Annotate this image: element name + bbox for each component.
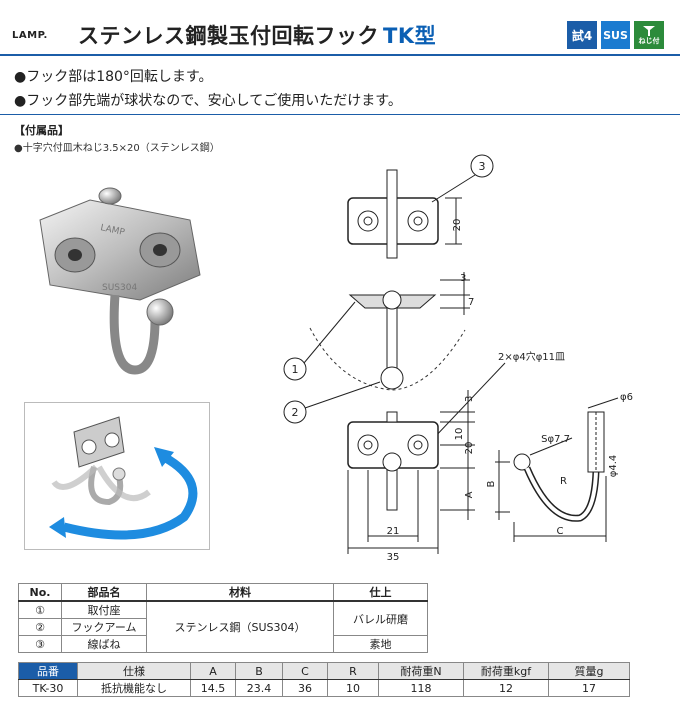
dim-10: 10 <box>454 428 465 441</box>
parts-col-material: 材料 <box>146 583 334 602</box>
holes-label: 2×φ4穴φ11皿 <box>498 350 565 363</box>
technical-drawing: 3 20 1 2 3 7 2×φ4穴φ11皿 3 10 20 A 21 35 S… <box>283 154 633 563</box>
spec-col-R: R <box>327 662 379 680</box>
dim-B: B <box>486 480 497 487</box>
spec-C: 36 <box>282 679 328 697</box>
photo-code-engraving: SUS304 <box>102 283 137 293</box>
spec-mass: 17 <box>548 679 630 697</box>
table-row: TK-30 抵抗機能なし 14.5 23.4 36 10 118 12 17 <box>18 679 630 697</box>
dim-phi6: φ6 <box>620 392 633 403</box>
part-name: 線ばね <box>61 635 147 653</box>
header-divider <box>0 54 680 56</box>
part-no: ① <box>18 600 62 619</box>
rotation-illustration <box>24 402 210 550</box>
parts-table: No. 部品名 材料 仕上 ① 取付座 ステンレス鋼（SUS304） バレル研磨… <box>18 583 428 653</box>
product-photo: LAMP SUS304 <box>39 187 201 375</box>
dim-C: C <box>557 526 564 537</box>
table-row: ① 取付座 ステンレス鋼（SUS304） バレル研磨 <box>18 600 428 653</box>
dim-35: 35 <box>387 552 400 563</box>
accessory-item: ●十字穴付皿木ねじ3.5×20（ステンレス鋼） <box>14 143 220 154</box>
spec-col-spec: 仕様 <box>77 662 191 680</box>
part-no: ② <box>18 618 62 636</box>
dim-3a: 3 <box>460 273 466 284</box>
spec-col-load-n: 耐荷重N <box>378 662 464 680</box>
callout-1: 1 <box>292 363 299 376</box>
spec-description: 抵抗機能なし <box>77 679 191 697</box>
parts-header-row: No. 部品名 材料 仕上 <box>18 583 428 602</box>
brand-logo: LAMP. <box>12 30 48 41</box>
dim-20: 20 <box>464 442 475 455</box>
sus-badge: SUS <box>601 21 630 49</box>
table-row: ③ 線ばね 素地 <box>18 635 428 653</box>
dim-21: 21 <box>387 526 400 537</box>
spec-col-A: A <box>190 662 236 680</box>
screw-icon <box>643 26 655 36</box>
part-name: 取付座 <box>61 600 147 619</box>
model-name: TK型 <box>383 24 437 48</box>
spec-col-mass: 質量g <box>548 662 630 680</box>
dim-7: 7 <box>468 297 474 308</box>
spec-col-part-number: 品番 <box>18 662 78 680</box>
spec-B: 23.4 <box>235 679 283 697</box>
spec-R: 10 <box>327 679 379 697</box>
dim-3b: 3 <box>464 396 475 402</box>
part-finish-barrel: バレル研磨 <box>333 600 428 636</box>
test-badge: 試4 <box>567 21 597 49</box>
spec-table: 品番 仕様 A B C R 耐荷重N 耐荷重kgf 質量g TK-30 抵抗機能… <box>18 662 630 697</box>
table-row: ② フックアーム <box>18 618 428 636</box>
part-no: ③ <box>18 635 62 653</box>
dim-top-20: 20 <box>452 219 463 232</box>
screw-badge: ねじ付 <box>634 21 664 49</box>
spec-col-C: C <box>282 662 328 680</box>
feature-divider <box>0 114 680 115</box>
spec-part-number: TK-30 <box>18 679 78 697</box>
feature-1: ●フック部は180°回転します。 <box>14 69 213 85</box>
spec-load-n: 118 <box>378 679 464 697</box>
feature-2: ●フック部先端が球状なので、安心してご使用いただけます。 <box>14 93 402 109</box>
callout-2: 2 <box>292 406 299 419</box>
dim-s77: Sφ7.7 <box>541 434 570 445</box>
parts-col-no: No. <box>18 583 62 602</box>
spec-load-kgf: 12 <box>463 679 549 697</box>
spec-col-load-kgf: 耐荷重kgf <box>463 662 549 680</box>
part-material: ステンレス鋼（SUS304） <box>146 600 334 653</box>
part-name: フックアーム <box>61 618 147 636</box>
parts-col-finish: 仕上 <box>333 583 428 602</box>
part-finish-raw: 素地 <box>333 635 428 653</box>
screw-badge-label: ねじ付 <box>638 37 660 45</box>
spec-header-row: 品番 仕様 A B C R 耐荷重N 耐荷重kgf 質量g <box>18 662 630 680</box>
callout-3: 3 <box>479 160 486 173</box>
accessory-title: 【付属品】 <box>14 124 69 137</box>
spec-col-B: B <box>235 662 283 680</box>
dim-A: A <box>464 491 475 498</box>
dim-R: R <box>560 476 567 487</box>
parts-col-name: 部品名 <box>61 583 147 602</box>
spec-A: 14.5 <box>190 679 236 697</box>
title-text: ステンレス鋼製玉付回転フック <box>78 24 379 48</box>
dim-phi44: φ4.4 <box>608 455 619 478</box>
